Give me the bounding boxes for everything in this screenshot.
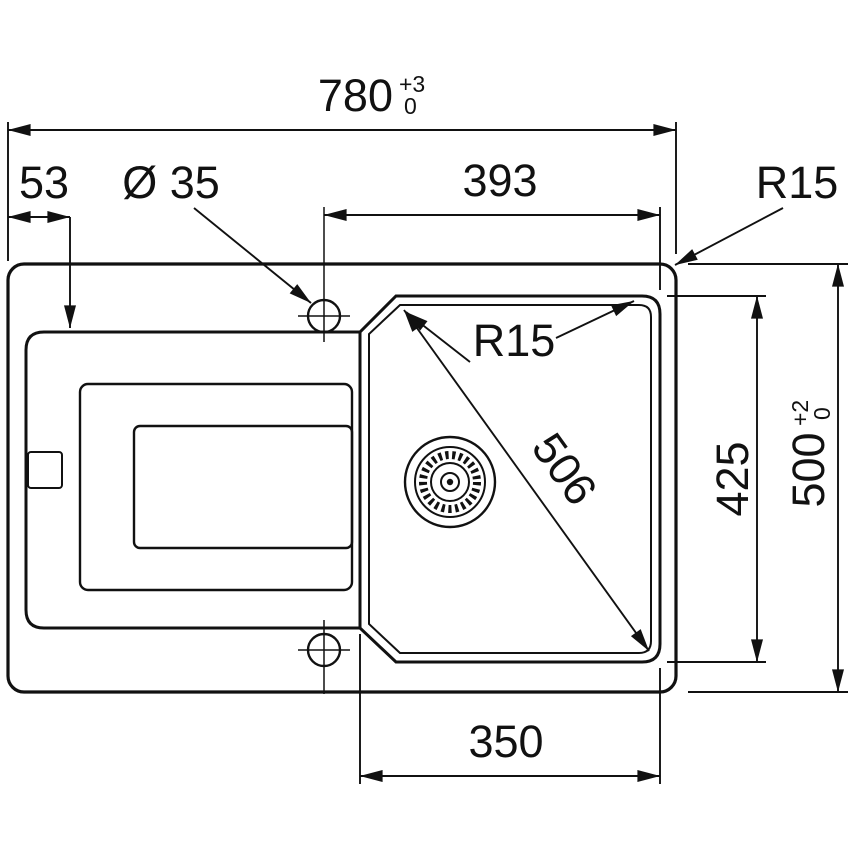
tap-hole-bottom	[298, 620, 350, 694]
dimension-hole-to-bowl-edge: 393	[323, 155, 661, 290]
dim-line	[403, 309, 650, 652]
dim-500-tol-lower: 0	[809, 407, 835, 420]
dim-corner-radius-label: R15	[756, 157, 839, 208]
dim-500-label: 500	[783, 432, 834, 507]
dim-780-label: 780	[318, 70, 393, 121]
dimension-bowl-width: 350	[359, 634, 661, 784]
tap-hole-top	[298, 207, 350, 342]
dimension-outer-corner-radius: R15	[674, 157, 839, 266]
dim-350-label: 350	[468, 716, 543, 767]
dim-780-tol-lower: 0	[404, 93, 417, 119]
dim-bowl-radius-label: R15	[473, 315, 556, 366]
dimension-tap-hole-diameter: Ø 35	[122, 157, 312, 304]
bowl-inner-contour	[368, 304, 652, 654]
dim-393-label: 393	[462, 155, 537, 206]
dimension-bowl-corner-radius: R15	[405, 300, 635, 366]
dim-500-label-group: 500 +2 0	[783, 400, 835, 508]
dimension-overall-width: 780 +3 0	[7, 70, 677, 261]
sink-body	[6, 262, 678, 694]
sink-outline	[6, 262, 678, 694]
overflow-cutout	[27, 451, 63, 489]
dimension-edge-offset: 53	[7, 157, 76, 329]
leader-line	[405, 311, 471, 363]
drainer-step-inner	[132, 424, 354, 550]
leader-line	[555, 300, 635, 339]
dim-425-label: 425	[707, 441, 758, 516]
drainer-step-outer	[78, 382, 354, 592]
dim-hole-diameter-label: Ø 35	[122, 157, 220, 208]
dimension-bowl-height: 425	[667, 295, 766, 663]
dim-780-tol-upper: +3	[399, 71, 425, 97]
dimension-overall-depth: 500 +2 0	[688, 263, 848, 693]
dim-53-label: 53	[19, 157, 69, 208]
drain-center-dot	[446, 478, 454, 486]
dim-500-tol-upper: +2	[787, 400, 813, 426]
leader-line	[674, 207, 784, 266]
drain-assembly	[403, 435, 497, 529]
leader-line	[193, 207, 312, 304]
dim-506-label: 506	[522, 424, 607, 515]
